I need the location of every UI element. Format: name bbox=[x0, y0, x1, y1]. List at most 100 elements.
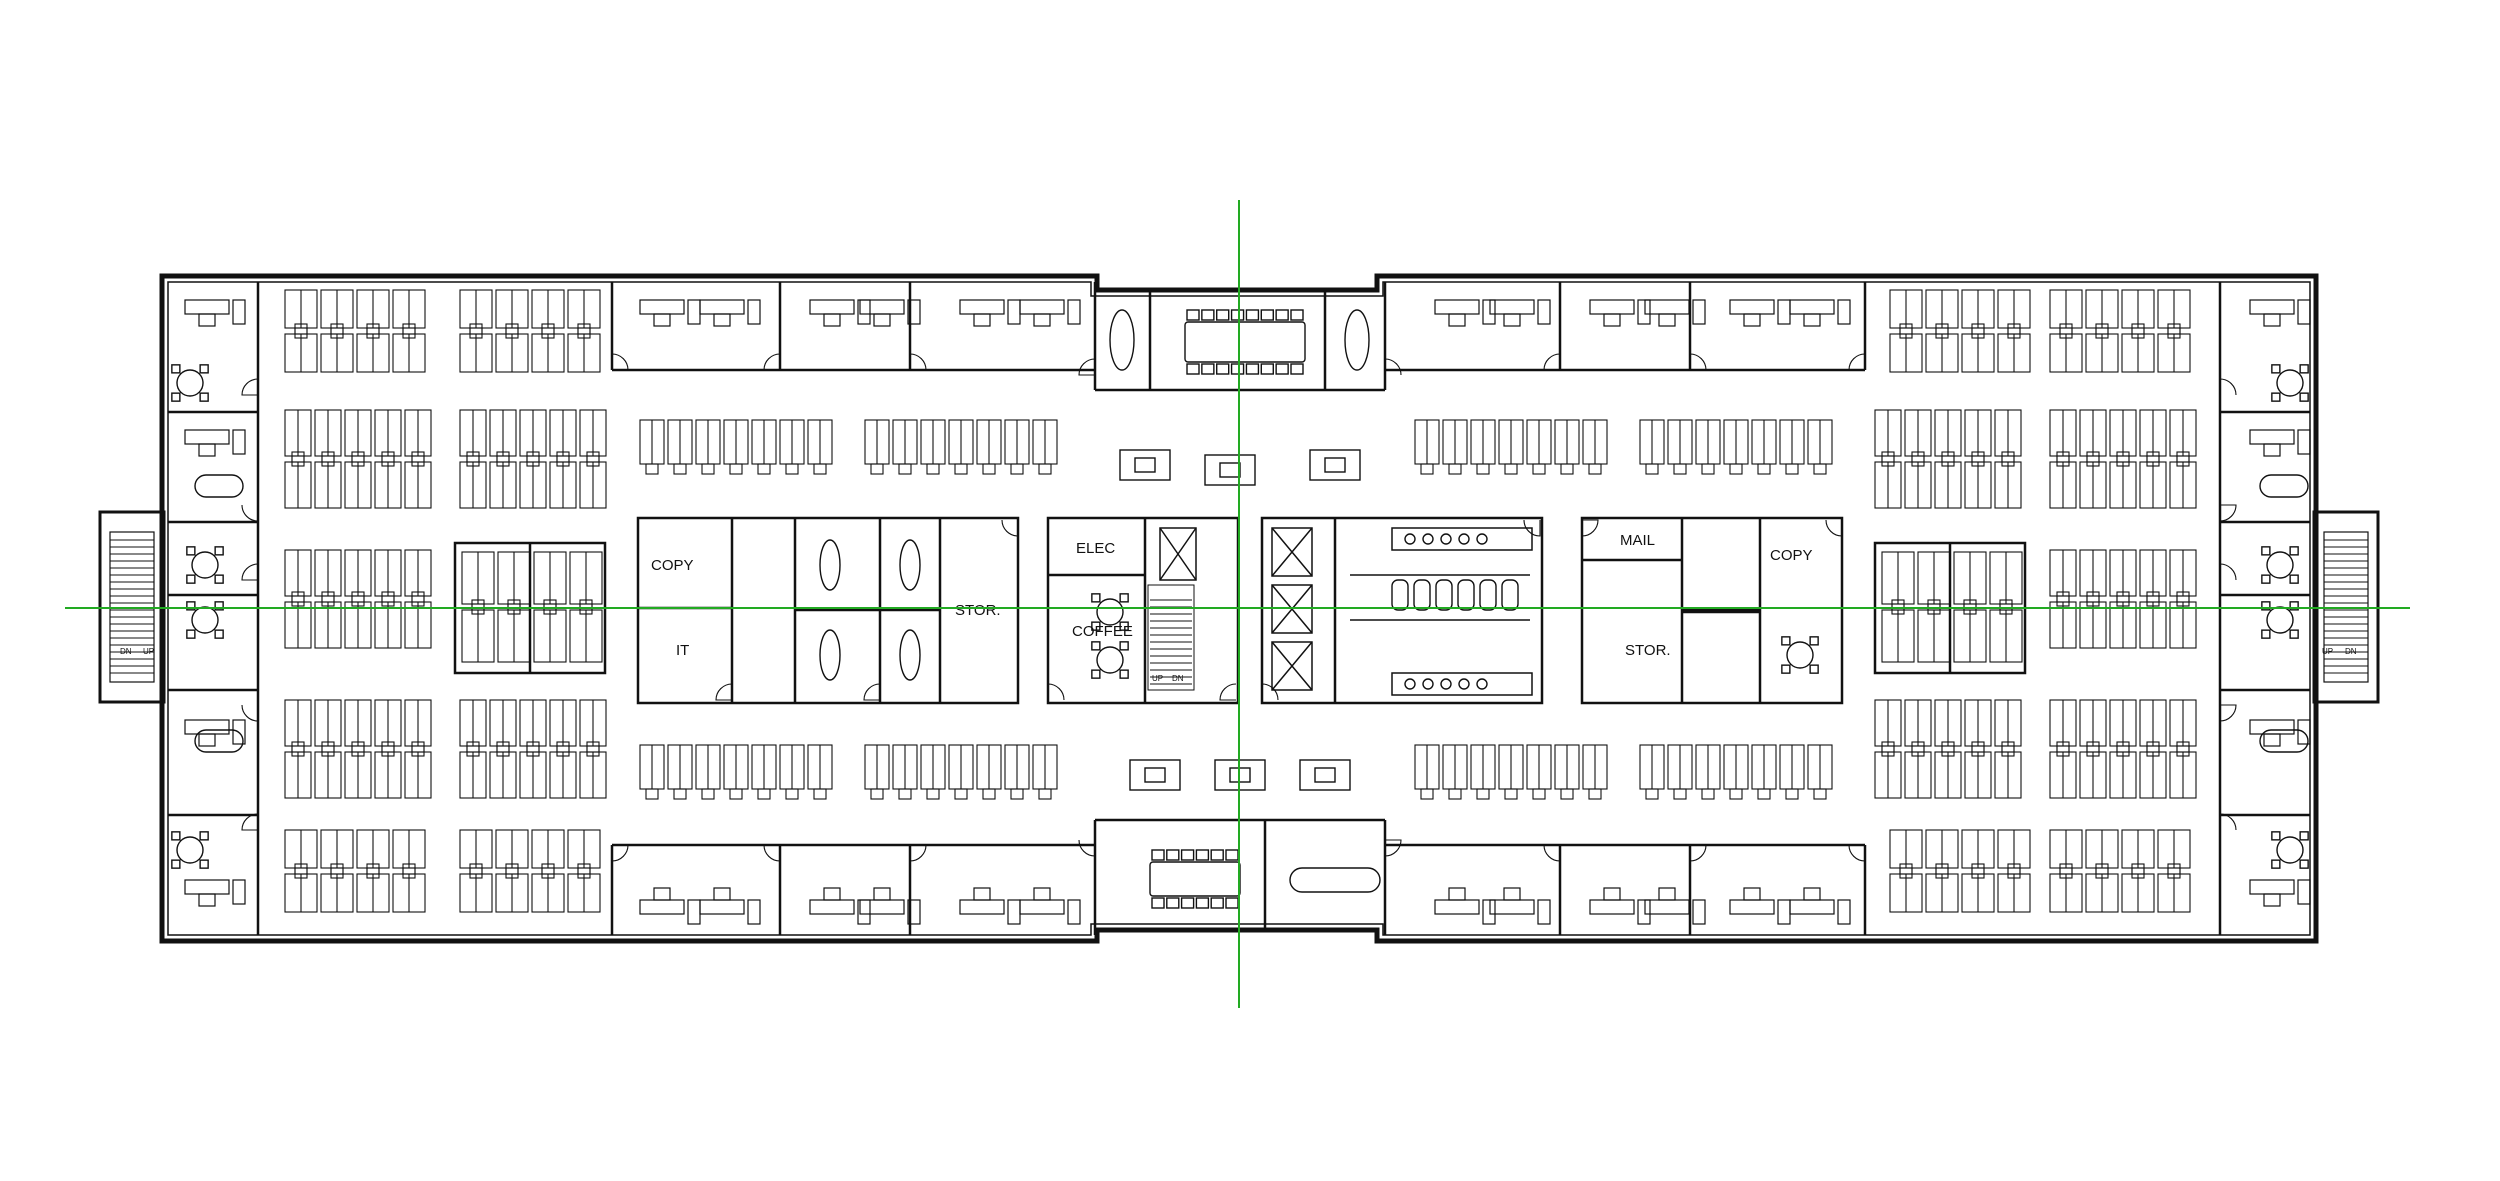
door-swing bbox=[241, 563, 259, 581]
door-swing bbox=[1078, 839, 1096, 857]
door-swing bbox=[611, 353, 629, 371]
round-table-chair bbox=[214, 629, 224, 639]
round-table-chair bbox=[199, 859, 209, 869]
chair bbox=[1476, 463, 1490, 475]
sink bbox=[1422, 678, 1434, 690]
office-chair bbox=[1803, 887, 1821, 901]
credenza bbox=[747, 899, 761, 925]
chair bbox=[505, 323, 519, 335]
chair bbox=[556, 451, 570, 463]
office-chair bbox=[973, 887, 991, 901]
table-chair bbox=[1180, 897, 1195, 909]
chair bbox=[1038, 463, 1052, 475]
workstation-cluster bbox=[459, 409, 607, 509]
round-table-chair bbox=[186, 629, 196, 639]
round-table-chair bbox=[2261, 574, 2271, 584]
round-table-chair bbox=[186, 574, 196, 584]
office-chair bbox=[653, 313, 671, 327]
lounge-seat bbox=[1299, 759, 1351, 791]
chair bbox=[673, 788, 687, 800]
chair bbox=[469, 863, 483, 875]
sink bbox=[1476, 533, 1488, 545]
core-stair bbox=[1147, 584, 1195, 691]
round-table-chair bbox=[2299, 364, 2309, 374]
chair bbox=[291, 591, 305, 603]
workstation-cluster bbox=[284, 409, 432, 509]
round-table-chair bbox=[1091, 669, 1101, 679]
table bbox=[1289, 867, 1381, 893]
round-table-chair bbox=[186, 601, 196, 611]
chair bbox=[1420, 788, 1434, 800]
label-core-dn: DN bbox=[1172, 674, 1184, 683]
chair bbox=[1785, 788, 1799, 800]
table bbox=[819, 629, 841, 681]
table bbox=[899, 539, 921, 591]
chair bbox=[471, 599, 485, 611]
round-table-chair bbox=[2261, 601, 2271, 611]
chair bbox=[496, 741, 510, 753]
chair bbox=[1971, 323, 1985, 335]
chair bbox=[1645, 788, 1659, 800]
door-swing bbox=[611, 844, 629, 862]
label-west-up: UP bbox=[143, 647, 154, 656]
chair bbox=[926, 788, 940, 800]
sink bbox=[1458, 678, 1470, 690]
toilet-stall bbox=[1391, 579, 1409, 611]
chair bbox=[1971, 863, 1985, 875]
chair bbox=[2131, 323, 2145, 335]
table-chair bbox=[1180, 849, 1195, 861]
chair bbox=[926, 463, 940, 475]
chair bbox=[1927, 599, 1941, 611]
round-table-chair bbox=[1781, 664, 1791, 674]
elevator-car bbox=[1159, 527, 1197, 581]
round-table-chair bbox=[1091, 593, 1101, 603]
workstation-cluster bbox=[284, 829, 426, 913]
room-labels: COPY IT STOR. ELEC COFFEE MAIL COPY STOR… bbox=[651, 532, 1813, 659]
chair bbox=[381, 591, 395, 603]
door-swing bbox=[1384, 839, 1402, 857]
label-west-dn: DN bbox=[120, 647, 132, 656]
table bbox=[1109, 309, 1135, 371]
chair bbox=[701, 788, 715, 800]
chair bbox=[2086, 591, 2100, 603]
table-chair bbox=[1290, 363, 1304, 375]
credenza bbox=[1537, 899, 1551, 925]
door-swing bbox=[1078, 358, 1096, 376]
lounge-table bbox=[1314, 767, 1336, 783]
credenza bbox=[2297, 719, 2311, 745]
chair bbox=[2146, 451, 2160, 463]
chair bbox=[2007, 323, 2021, 335]
label-coffee: COFFEE bbox=[1072, 623, 1133, 640]
chair bbox=[1881, 451, 1895, 463]
office-chair bbox=[1448, 313, 1466, 327]
table-chair bbox=[1210, 849, 1224, 861]
chair bbox=[2167, 323, 2181, 335]
door-swing bbox=[1581, 519, 1599, 537]
round-table-chair bbox=[2271, 859, 2281, 869]
chair bbox=[982, 788, 996, 800]
chair bbox=[366, 863, 380, 875]
chair bbox=[1504, 463, 1518, 475]
workstation-cluster bbox=[864, 419, 1058, 475]
round-table bbox=[1096, 646, 1124, 674]
chair bbox=[2001, 451, 2015, 463]
round-table-chair bbox=[186, 546, 196, 556]
label-east-dn: DN bbox=[2345, 647, 2357, 656]
credenza bbox=[1692, 899, 1706, 925]
chair bbox=[505, 863, 519, 875]
chair bbox=[1971, 741, 1985, 753]
credenza bbox=[2297, 879, 2311, 905]
round-table bbox=[176, 836, 204, 864]
chair bbox=[673, 463, 687, 475]
chair bbox=[321, 451, 335, 463]
office-chair bbox=[873, 887, 891, 901]
credenza bbox=[1537, 299, 1551, 325]
door-swing bbox=[715, 683, 733, 701]
label-elec: ELEC bbox=[1076, 540, 1115, 557]
crosshair-cursor[interactable] bbox=[65, 200, 2410, 1008]
chair bbox=[294, 863, 308, 875]
door-swing bbox=[1543, 353, 1561, 371]
workstation-cluster bbox=[2049, 289, 2191, 373]
